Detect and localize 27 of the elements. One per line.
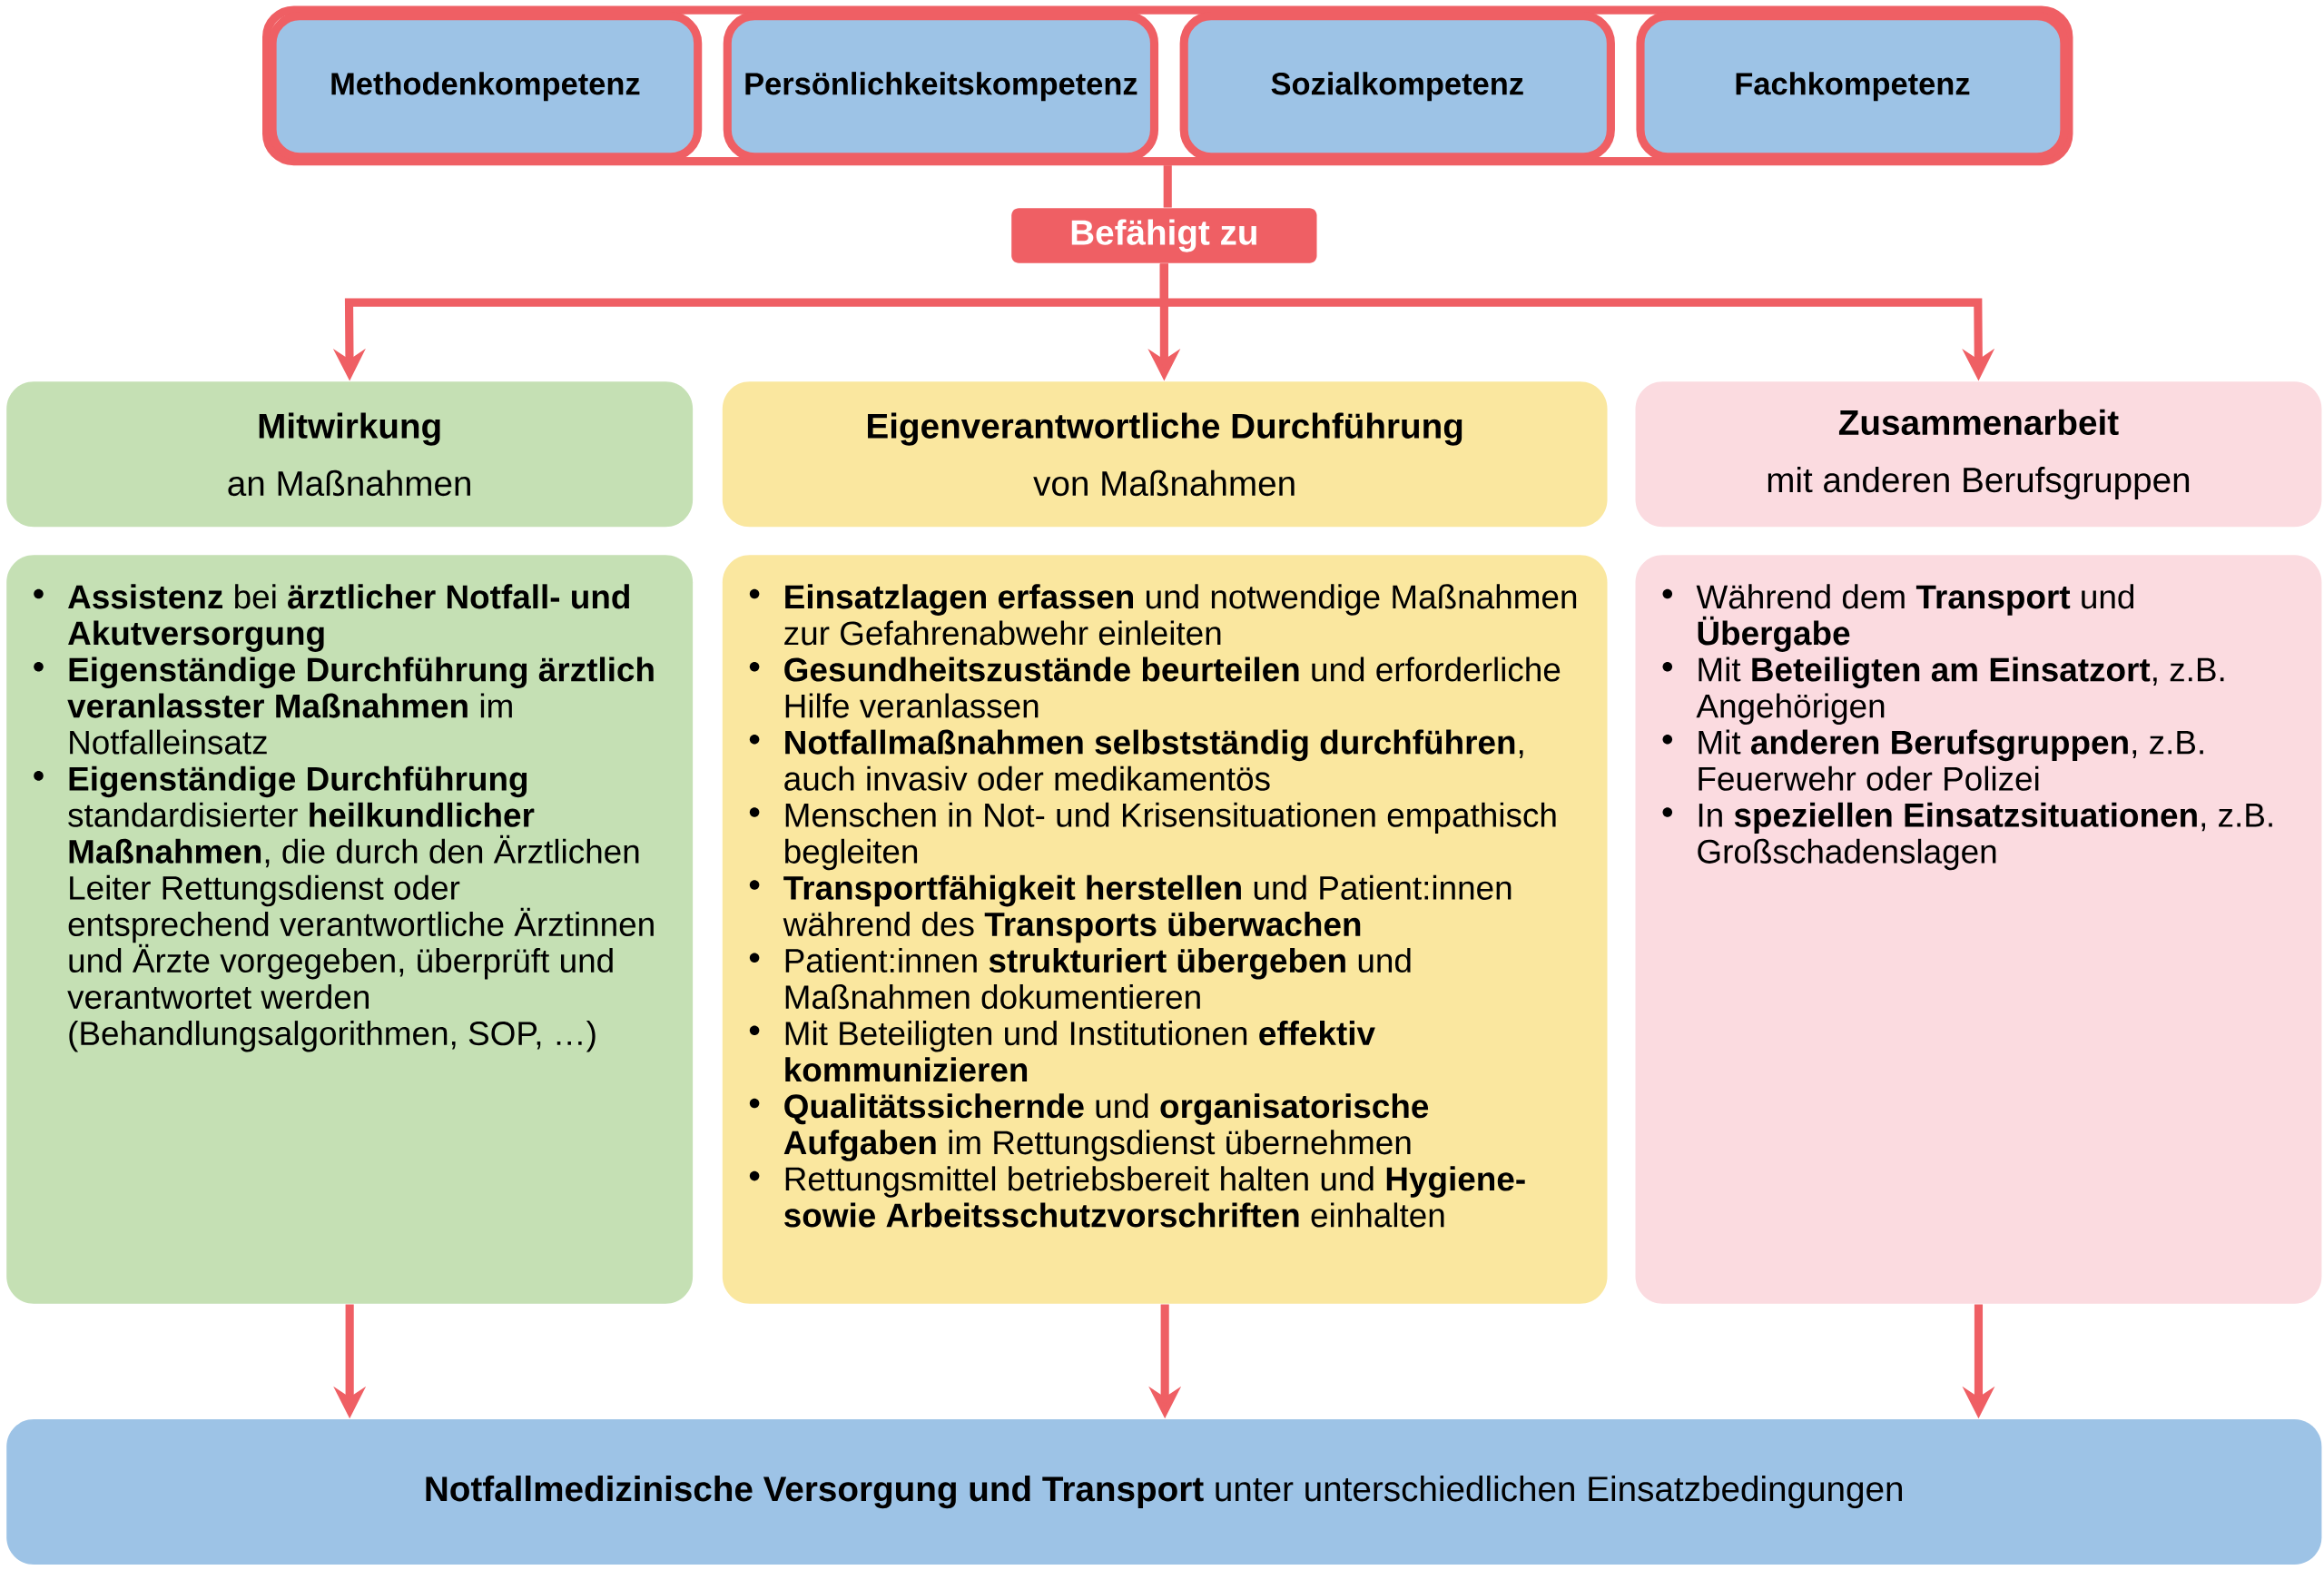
heading: Eigenverantwortliche Durchführung bbox=[868, 412, 1462, 446]
header-box bbox=[722, 381, 1608, 528]
list-item: Assistenz bei ärztlicher Notfall- und Akutversorgung bbox=[34, 584, 629, 652]
label-box: Befähigt zu bbox=[1011, 208, 1317, 263]
competence-box: Sozialkompetenz bbox=[1179, 12, 1615, 162]
result-box: Notfallmedizinische Versorgung und Transport unter unterschiedlichen Einsatzbedingungen bbox=[6, 1419, 2322, 1565]
subheading: an Maßnahmen bbox=[228, 469, 470, 497]
list-item: Qualitätssichernde und organisatorische Aufgaben im Rettungsdienst übernehmen bbox=[749, 1093, 1429, 1161]
competence-box: Methodenkompetenz bbox=[268, 12, 703, 162]
subheading: von Maßnahmen bbox=[1033, 469, 1295, 497]
header-box bbox=[6, 381, 694, 528]
heading: Mitwirkung bbox=[259, 412, 440, 446]
list-item: Notfallmaßnahmen selbstständig durchführen, auch invasiv oder medikamentös bbox=[749, 729, 1523, 791]
list-item: Rettungsmittel betriebsbereit halten und Hygiene- sowie Arbeitsschutzvorschriften einhalten bbox=[749, 1166, 1525, 1228]
heading: Zusammenarbeit bbox=[1838, 409, 2119, 436]
subheading: mit anderen Berufsgruppen bbox=[1768, 466, 2190, 499]
list-item: Während dem Transport und Übergabe bbox=[1662, 584, 2134, 652]
text-panel bbox=[6, 555, 694, 1304]
list-item: Eigenständige Durchführung standardisierter heilkundlicher Maßnahmen, die durch den Ärztlichen Leiter Rettungsdienst oder entsprechend verantwortliche Ärztinnen und Ärzte vorgegeben, überprüft und verantwortet werden (Behandlungsalgorithmen, SOP, …) bbox=[34, 765, 654, 1052]
list-item: In speziellen Einsatzsituationen, z.B. Großschadenslagen bbox=[1662, 802, 2272, 871]
competence-box: Persönlichkeitskompetenz bbox=[723, 12, 1159, 162]
competence-box: Fachkompetenz bbox=[1636, 12, 2069, 162]
text-panel bbox=[722, 555, 1608, 1304]
header-box bbox=[1635, 381, 2322, 528]
list-item: Gesundheitszustände beurteilen und erforderliche Hilfe veranlassen bbox=[749, 657, 1561, 718]
text-panel bbox=[1635, 555, 2322, 1304]
list-item: Eigenständige Durchführung ärztlich veranlasster Maßnahmen im Notfalleinsatz bbox=[34, 657, 654, 755]
